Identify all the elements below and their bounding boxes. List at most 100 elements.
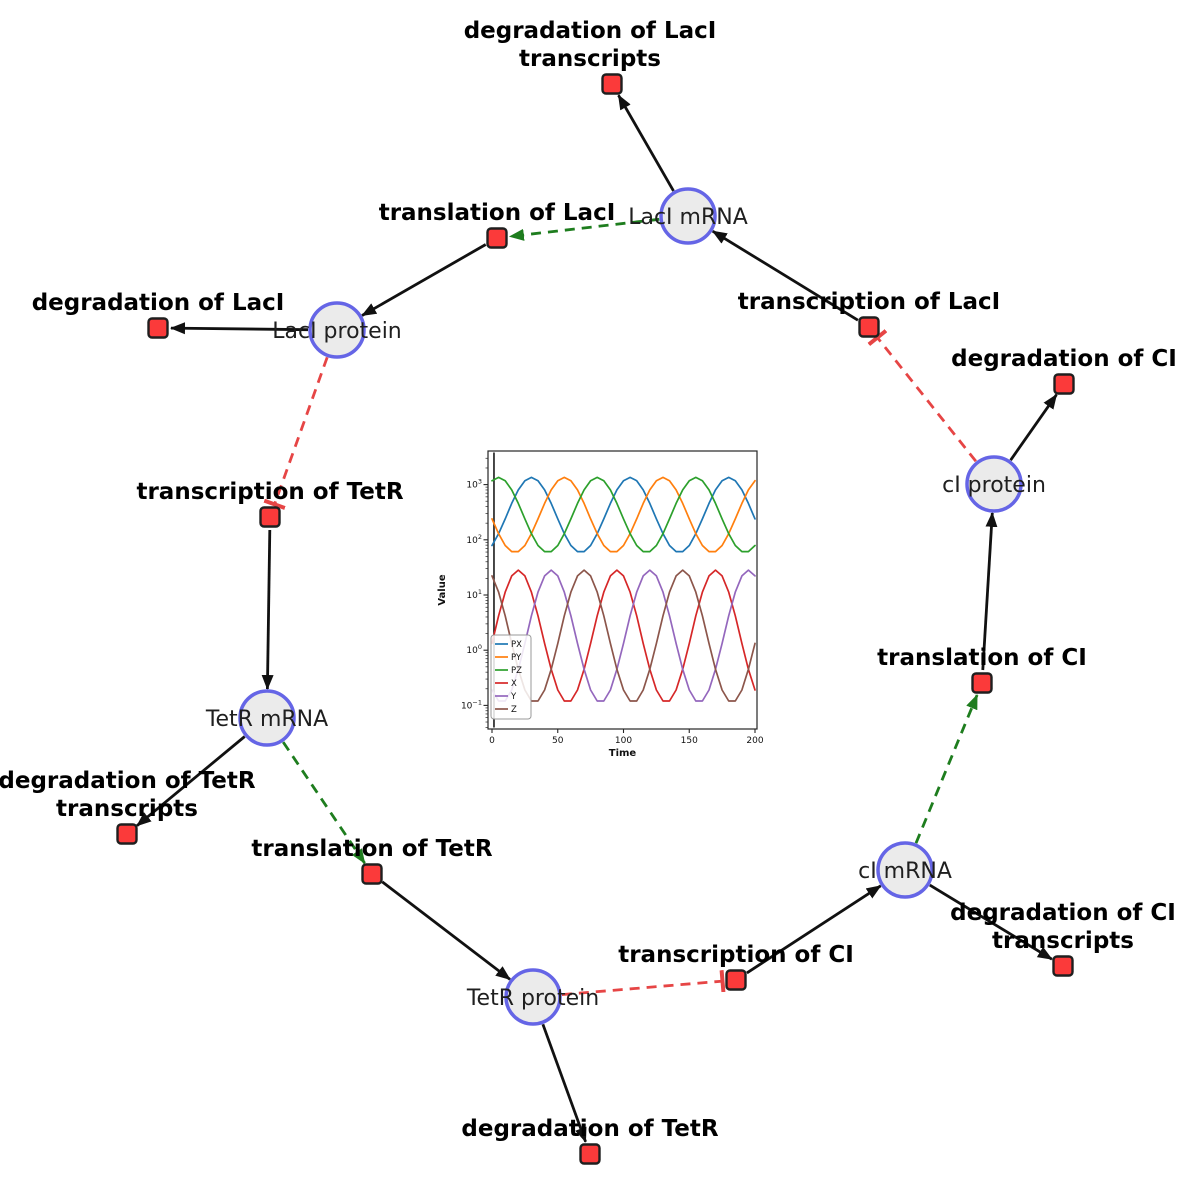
species-node-tetr-mrna: TetR mRNA xyxy=(205,689,328,747)
edge-consumption-laci-mrna-to-degradation-of-laci-transcripts xyxy=(617,94,675,192)
plot-frame xyxy=(487,450,758,730)
edges xyxy=(136,94,1058,1143)
reaction-label-degradation-of-ci-transcripts: degradation of CI xyxy=(950,900,1176,926)
reaction-node-translation-of-tetr: translation of TetR xyxy=(251,836,493,885)
edge-inhibition-tetr-protein-to-transcription-of-ci xyxy=(561,970,726,996)
reaction-square-icon xyxy=(579,1143,601,1165)
reaction-label-translation-of-tetr: translation of TetR xyxy=(251,836,492,862)
reaction-label-degradation-of-tetr-transcripts: degradation of TetR xyxy=(0,768,256,794)
reaction-square-icon xyxy=(116,823,138,845)
reaction-label-degradation-of-ci-transcripts: transcripts xyxy=(992,928,1134,954)
legend: PX PY PZ XYZ xyxy=(490,634,532,720)
species-label-laci-protein: LacI protein xyxy=(272,319,402,344)
species-label-tetr-mrna: TetR mRNA xyxy=(205,707,328,732)
reaction-square-icon xyxy=(486,227,508,249)
edge-modifier-tetr-mrna-to-translation-of-tetr xyxy=(282,741,366,865)
legend-label-X: X xyxy=(511,679,517,689)
reaction-node-degradation-of-tetr: degradation of TetR xyxy=(461,1116,719,1165)
species-node-ci-protein: cI protein xyxy=(942,455,1046,513)
reaction-node-degradation-of-laci: degradation of LacI xyxy=(32,290,285,339)
species-label-ci-protein: cI protein xyxy=(942,473,1046,498)
species-circle-icon xyxy=(308,301,366,359)
edge-consumption-laci-protein-to-degradation-of-laci xyxy=(170,322,309,335)
series-line-Z xyxy=(491,569,756,702)
edge-production-transcription-of-ci-to-ci-mrna xyxy=(746,884,882,975)
edge-consumption-tetr-mrna-to-degradation-of-tetr-transcripts xyxy=(136,735,246,827)
reaction-label-degradation-of-tetr-transcripts: transcripts xyxy=(56,796,198,822)
reaction-square-icon xyxy=(725,969,747,991)
edge-modifier-laci-mrna-to-translation-of-laci xyxy=(508,217,660,241)
species-node-laci-mrna: LacI mRNA xyxy=(628,187,748,245)
x-tick-label: 100 xyxy=(615,736,632,746)
species-circle-icon xyxy=(504,968,562,1026)
reaction-square-icon xyxy=(361,863,383,885)
x-tick-label: 150 xyxy=(681,736,698,746)
reaction-square-icon xyxy=(1052,955,1074,977)
reaction-node-transcription-of-ci: transcription of CI xyxy=(618,942,854,991)
reaction-node-transcription-of-tetr: transcription of TetR xyxy=(136,479,404,528)
reaction-label-translation-of-ci: translation of CI xyxy=(877,645,1087,671)
edge-consumption-ci-mrna-to-degradation-of-ci-transcripts xyxy=(929,883,1053,961)
x-tick-label: 0 xyxy=(489,736,495,746)
reaction-label-degradation-of-tetr: degradation of TetR xyxy=(461,1116,718,1142)
nodes: degradation of LacItranscriptstranslatio… xyxy=(0,18,1177,1165)
legend-label-PY: PY xyxy=(511,653,522,663)
legend-label-Z: Z xyxy=(511,705,517,715)
series-line-X xyxy=(491,569,756,702)
reaction-square-icon xyxy=(259,506,281,528)
x-tick-label: 50 xyxy=(552,736,564,746)
species-label-laci-mrna: LacI mRNA xyxy=(628,205,748,230)
reaction-label-degradation-of-laci-transcripts: transcripts xyxy=(519,46,661,72)
reaction-square-icon xyxy=(601,73,623,95)
reaction-label-transcription-of-laci: transcription of LacI xyxy=(738,289,1001,315)
legend-label-Y: Y xyxy=(510,692,517,702)
edge-consumption-ci-protein-to-degradation-of-ci xyxy=(1009,393,1058,462)
reaction-label-transcription-of-tetr: transcription of TetR xyxy=(136,479,403,505)
reaction-node-translation-of-laci: translation of LacI xyxy=(379,200,616,249)
series-line-PX xyxy=(491,476,756,553)
reaction-node-transcription-of-laci: transcription of LacI xyxy=(738,289,1001,338)
legend-box xyxy=(490,634,532,720)
reaction-label-degradation-of-laci: degradation of LacI xyxy=(32,290,285,316)
edge-production-translation-of-tetr-to-tetr-protein xyxy=(381,880,511,981)
species-label-ci-mrna: cI mRNA xyxy=(858,859,952,884)
reaction-node-translation-of-ci: translation of CI xyxy=(877,645,1087,694)
edge-inhibition-ci-protein-to-transcription-of-laci xyxy=(867,329,977,463)
x-tick-label: 200 xyxy=(746,736,763,746)
reaction-label-transcription-of-ci: transcription of CI xyxy=(618,942,854,968)
edge-inhibition-laci-protein-to-transcription-of-tetr xyxy=(263,356,329,510)
reaction-label-degradation-of-ci: degradation of CI xyxy=(951,346,1177,372)
edge-production-transcription-of-tetr-to-tetr-mrna xyxy=(261,529,274,690)
edge-production-translation-of-laci-to-laci-protein xyxy=(361,243,487,317)
edge-consumption-tetr-protein-to-degradation-of-tetr xyxy=(541,1023,587,1143)
species-circle-icon xyxy=(238,689,296,747)
legend-label-PZ: PZ xyxy=(511,666,522,676)
species-circle-icon xyxy=(659,187,717,245)
reaction-label-translation-of-laci: translation of LacI xyxy=(379,200,616,226)
edge-modifier-ci-mrna-to-translation-of-ci xyxy=(914,694,979,844)
series-line-PY xyxy=(491,476,756,553)
species-label-tetr-protein: TetR protein xyxy=(466,986,599,1011)
species-node-laci-protein: LacI protein xyxy=(272,301,402,359)
reaction-label-degradation-of-laci-transcripts: degradation of LacI xyxy=(464,18,717,44)
species-circle-icon xyxy=(876,841,934,899)
x-axis-title: Time xyxy=(609,748,637,759)
reaction-square-icon xyxy=(1053,373,1075,395)
edge-production-translation-of-ci-to-ci-protein xyxy=(981,511,998,671)
y-axis-title: Value xyxy=(437,574,448,605)
species-node-tetr-protein: TetR protein xyxy=(466,968,599,1026)
reaction-square-icon xyxy=(147,317,169,339)
series-line-PZ xyxy=(491,476,756,553)
species-node-ci-mrna: cI mRNA xyxy=(858,841,952,899)
reaction-square-icon xyxy=(858,316,880,338)
legend-label-PX: PX xyxy=(511,640,522,650)
reaction-square-icon xyxy=(971,672,993,694)
reaction-node-degradation-of-ci: degradation of CI xyxy=(951,346,1177,395)
species-circle-icon xyxy=(965,455,1023,513)
